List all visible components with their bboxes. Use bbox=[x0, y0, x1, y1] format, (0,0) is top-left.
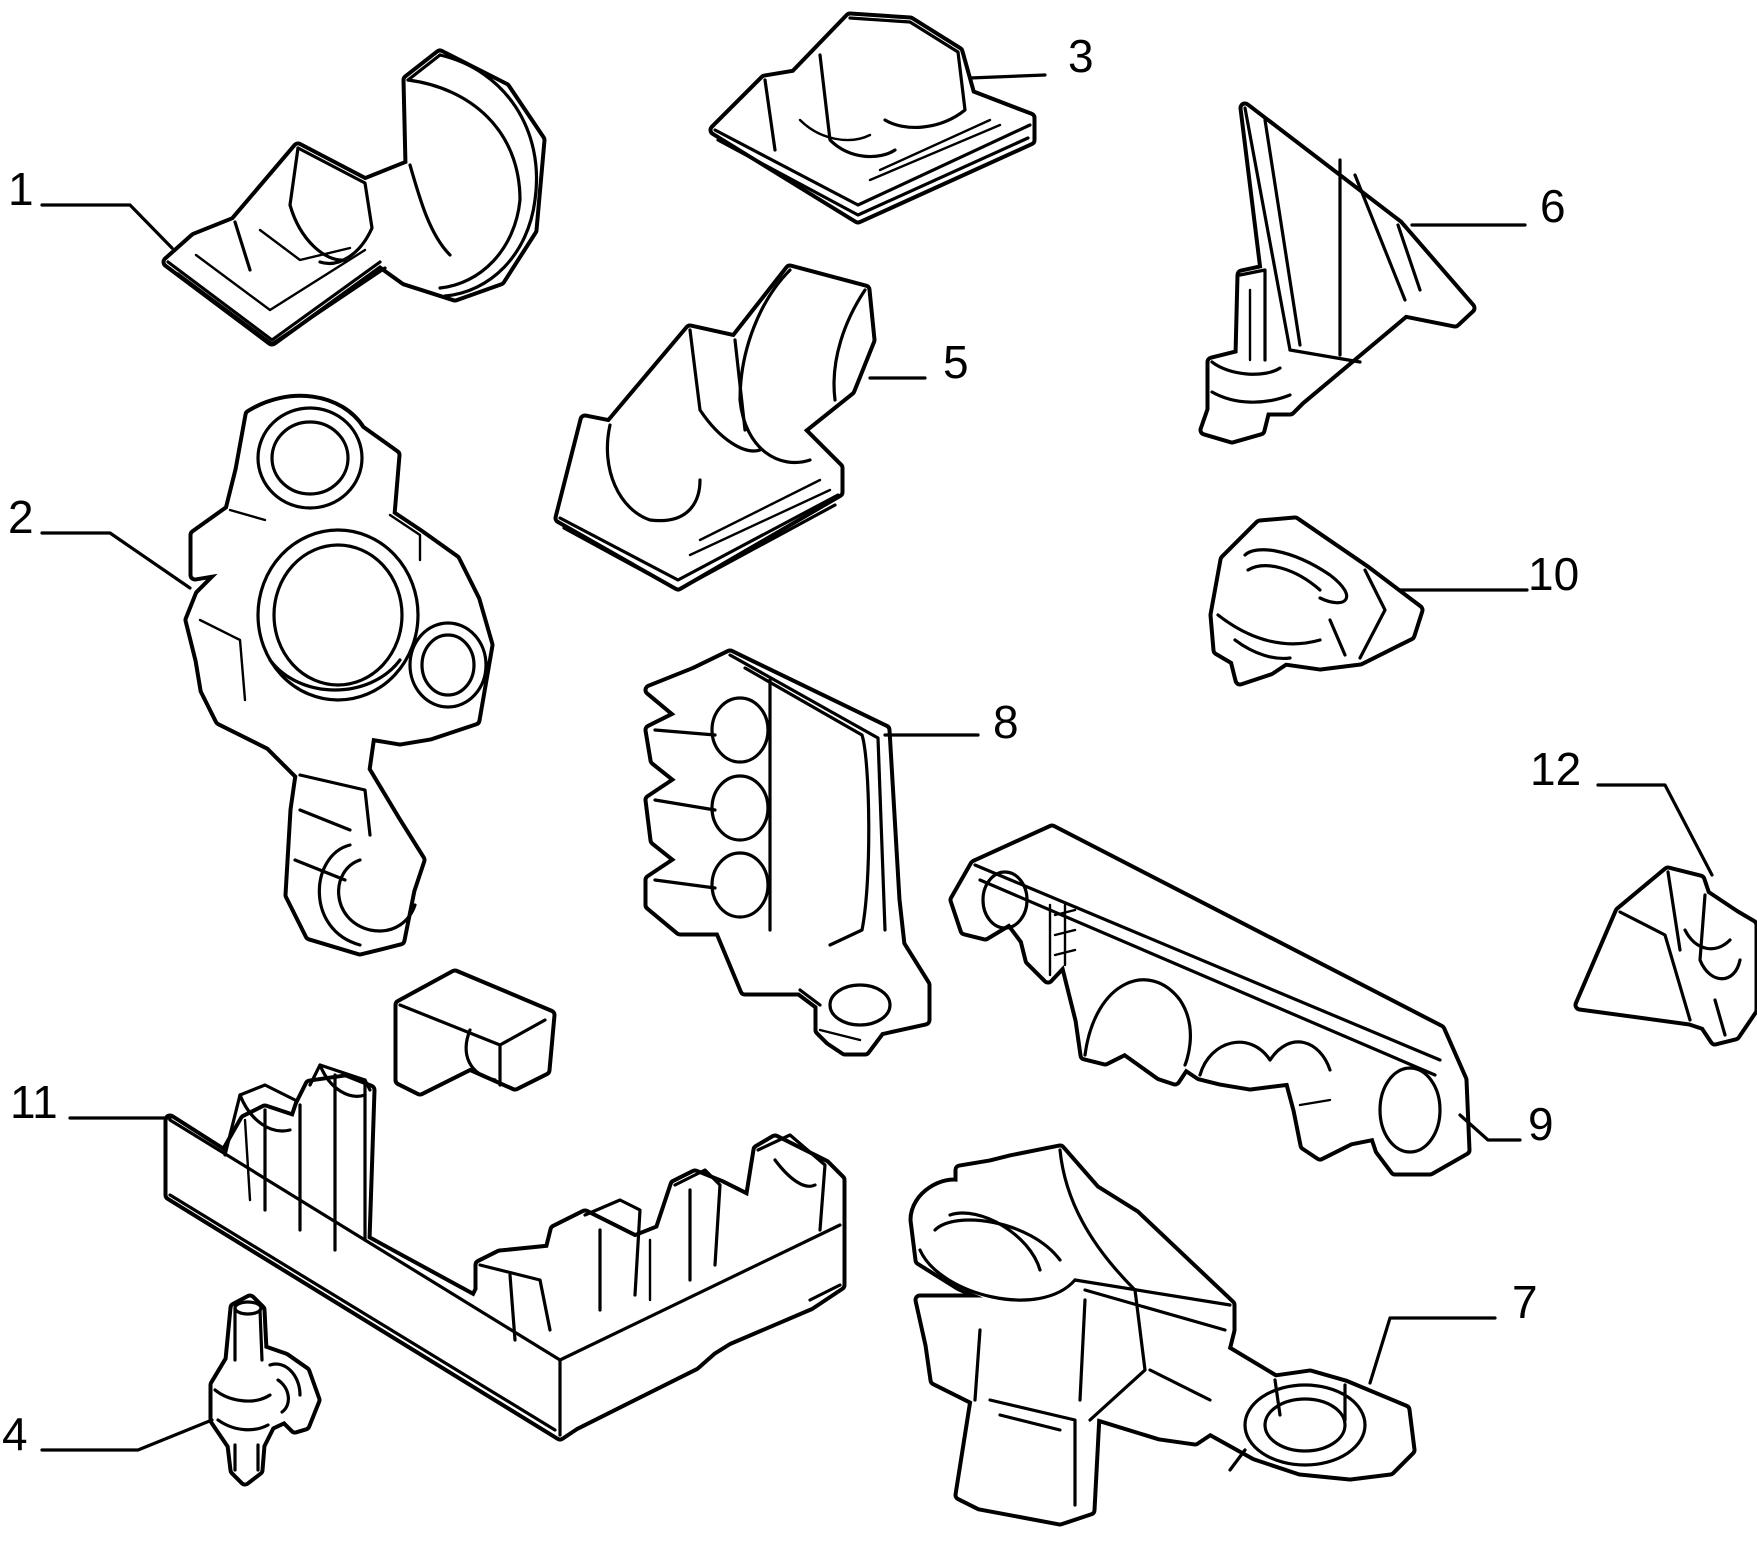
part-10-clip bbox=[1208, 515, 1425, 687]
callout-5: 5 bbox=[943, 336, 969, 388]
part-8-plate-clip bbox=[643, 648, 932, 1057]
part-7-cup-bracket bbox=[908, 1143, 1417, 1527]
leader-12 bbox=[1596, 783, 1714, 877]
callout-10: 10 bbox=[1528, 548, 1579, 600]
leader-9 bbox=[1458, 1113, 1522, 1142]
callout-3: 3 bbox=[1068, 30, 1094, 82]
leader-7 bbox=[1368, 1316, 1497, 1385]
part-2-multi-clip bbox=[183, 393, 495, 957]
leader-2 bbox=[40, 531, 192, 590]
part-9-rail-clip bbox=[948, 823, 1472, 1177]
leader-3 bbox=[968, 73, 1047, 80]
part-4-stud bbox=[208, 1293, 322, 1487]
callout-1: 1 bbox=[8, 163, 34, 215]
callout-11: 11 bbox=[10, 1076, 58, 1128]
part-12-wedge-clip bbox=[1573, 865, 1757, 1047]
callout-12: 12 bbox=[1530, 743, 1581, 795]
callout-2: 2 bbox=[8, 491, 34, 543]
part-3-clip bbox=[708, 11, 1037, 225]
leader-4 bbox=[40, 1418, 214, 1452]
callout-8: 8 bbox=[993, 696, 1019, 748]
part-1-clip bbox=[161, 48, 547, 347]
callout-4: 4 bbox=[2, 1408, 28, 1460]
callout-labels: 1 2 3 4 5 6 7 8 9 10 11 12 bbox=[2, 30, 1581, 1460]
part-5-clip bbox=[553, 263, 877, 592]
part-6-bracket bbox=[1198, 101, 1477, 445]
callout-9: 9 bbox=[1528, 1098, 1554, 1150]
part-11-tray bbox=[163, 968, 847, 1442]
callout-7: 7 bbox=[1512, 1276, 1538, 1328]
callout-6: 6 bbox=[1540, 180, 1566, 232]
leader-lines bbox=[40, 73, 1714, 1452]
leader-1 bbox=[40, 203, 174, 250]
